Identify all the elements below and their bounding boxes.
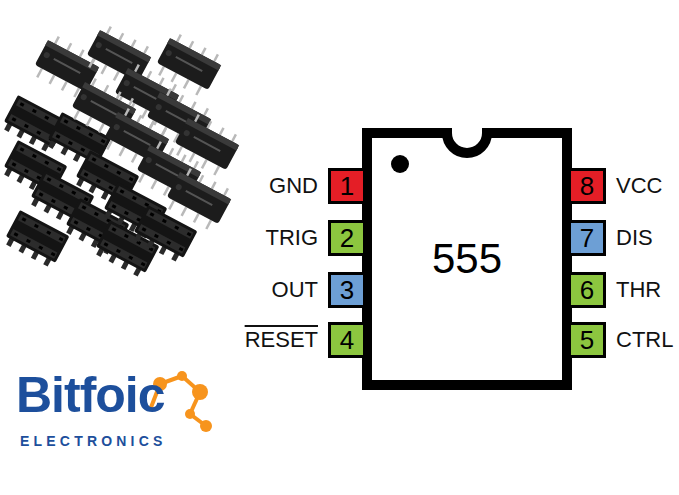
pin-box: 5	[568, 322, 606, 358]
pin-number: 6	[580, 276, 594, 305]
socket	[3, 210, 70, 269]
ic-body: 555	[362, 128, 572, 390]
ic-outline-path	[367, 133, 567, 385]
pin-name: DIS	[616, 225, 653, 250]
pin-box: 7	[568, 220, 606, 256]
pin-number: 8	[580, 172, 594, 201]
pin-box: 2	[328, 220, 366, 256]
pin-box: 6	[568, 272, 606, 308]
pin-name: THR	[616, 277, 661, 302]
pin-name: VCC	[616, 173, 662, 198]
chip-label: 555	[432, 236, 502, 282]
pin-number: 2	[340, 224, 354, 253]
pin-number: 5	[580, 326, 594, 355]
logo-subtitle: ELECTRONICS	[20, 433, 167, 449]
pin-name: CTRL	[616, 327, 673, 352]
pin-box: 3	[328, 272, 366, 308]
pin-number: 4	[340, 326, 354, 355]
socket	[131, 205, 198, 264]
pin-box: 4	[328, 322, 366, 358]
dip-chip	[162, 165, 235, 233]
pin-name: RESET	[245, 327, 318, 352]
pin-name: GND	[269, 173, 318, 198]
pin-number: 7	[580, 224, 594, 253]
pin-number: 1	[340, 172, 354, 201]
pin1-dot	[391, 155, 409, 173]
pin-number: 3	[340, 276, 354, 305]
pin-name: TRIG	[265, 225, 318, 250]
pin-box: 1	[328, 168, 366, 204]
pin-name: OUT	[272, 277, 318, 302]
pin-box: 8	[568, 168, 606, 204]
logo-name: Bitfoic	[16, 367, 165, 425]
ic-chips	[30, 23, 243, 233]
